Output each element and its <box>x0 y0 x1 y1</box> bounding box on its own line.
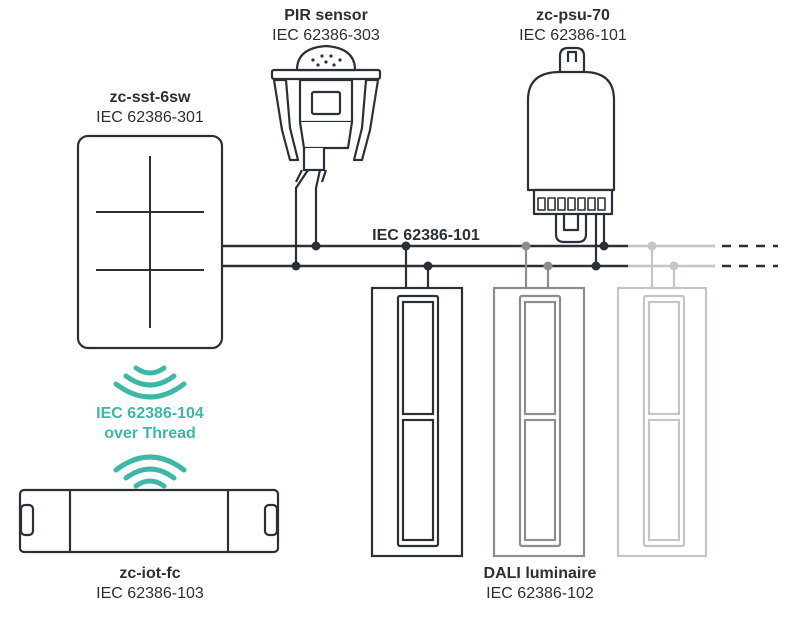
pir-sensor <box>270 44 382 266</box>
junction-lum2-top <box>521 241 531 251</box>
luminaire-title: DALI luminaire <box>484 565 597 582</box>
iot-controller <box>18 488 280 554</box>
psu-title: zc-psu-70 <box>536 7 610 24</box>
junction-lum2-bottom <box>543 261 553 271</box>
junction-pir-top <box>311 241 321 251</box>
wireless-signal-icon <box>113 365 187 400</box>
switch-standard: IEC 62386-301 <box>96 109 204 126</box>
pir-title: PIR sensor <box>284 7 368 24</box>
wireless-medium: over Thread <box>104 425 196 442</box>
junction-psu-top <box>599 241 609 251</box>
junction-lum1-top <box>401 241 411 251</box>
junction-lum1-bottom <box>423 261 433 271</box>
dali-luminaire-3 <box>616 246 708 558</box>
iot-title: zc-iot-fc <box>119 565 180 582</box>
junction-lum3-top <box>647 241 657 251</box>
psu-standard: IEC 62386-101 <box>519 27 627 44</box>
power-supply-unit <box>526 46 616 266</box>
pir-standard: IEC 62386-303 <box>272 27 380 44</box>
iot-standard: IEC 62386-103 <box>96 585 204 602</box>
luminaire-standard: IEC 62386-102 <box>486 585 594 602</box>
bus-label: IEC 62386-101 <box>372 227 480 244</box>
wireless-standard: IEC 62386-104 <box>96 405 204 422</box>
junction-lum3-bottom <box>669 261 679 271</box>
dali-bus <box>222 244 778 268</box>
dali-luminaire-2 <box>492 246 586 558</box>
junction-pir-bottom <box>291 261 301 271</box>
wireless-signal-icon <box>113 454 187 489</box>
dali-luminaire-1 <box>370 246 464 558</box>
junction-psu-bottom <box>591 261 601 271</box>
switch-title: zc-sst-6sw <box>110 89 191 106</box>
switch-panel <box>76 134 224 350</box>
